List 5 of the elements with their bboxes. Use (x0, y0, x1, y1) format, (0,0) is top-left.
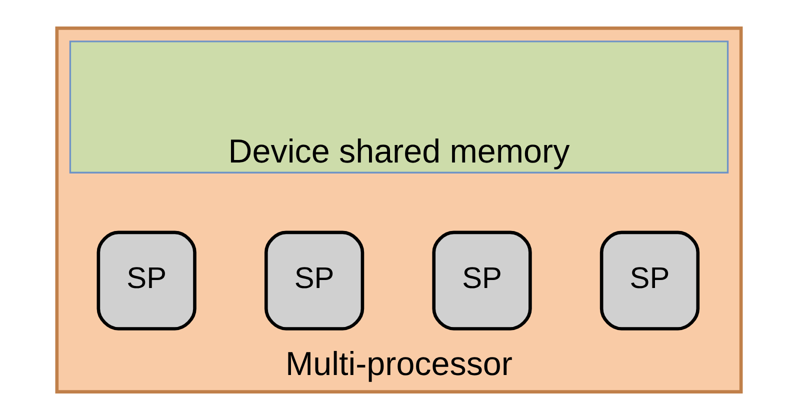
node-box: Device shared memory (69, 40, 729, 174)
node-box: SP (600, 230, 700, 330)
node-box: SP (432, 230, 532, 330)
node-box: SP (264, 230, 364, 330)
node-box: SP (96, 230, 196, 330)
